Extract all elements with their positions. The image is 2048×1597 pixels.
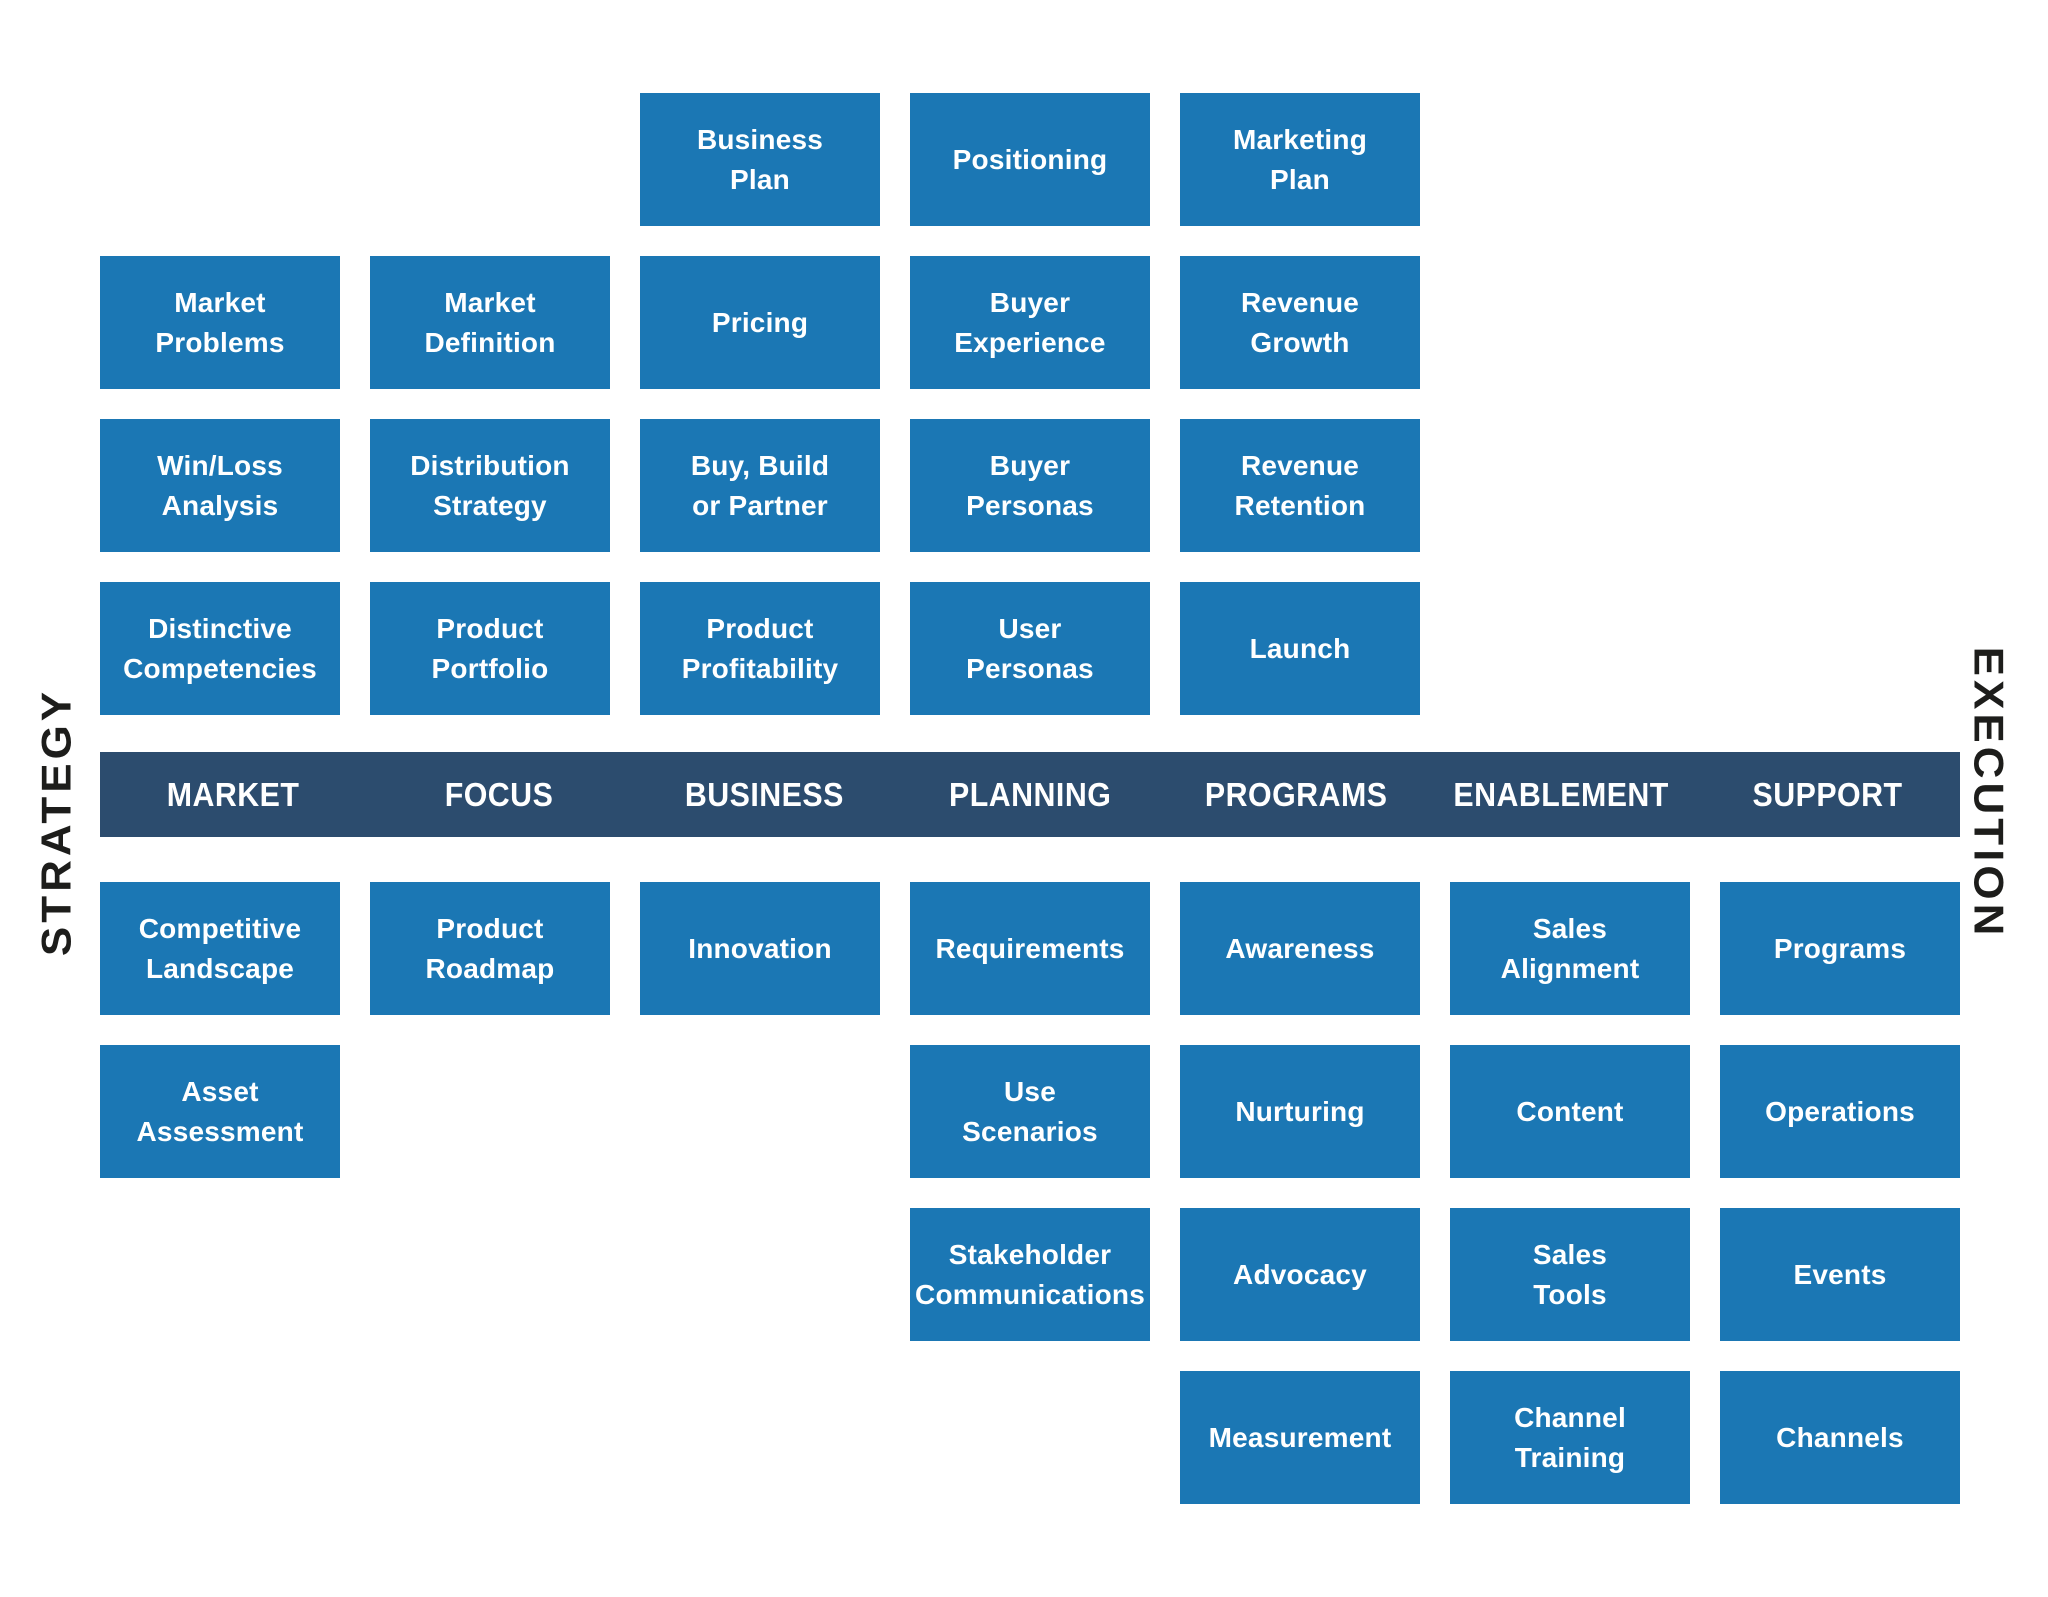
bar-segment-market: MARKET [100,752,366,837]
box-label: Win/Loss Analysis [157,449,283,521]
bar-segment-business: BUSINESS [631,752,897,837]
box-marketing-plan: Marketing Plan [1180,93,1420,226]
box-business-plan: Business Plan [640,93,880,226]
box-product-roadmap: Product Roadmap [370,882,610,1015]
bar-segment-support: SUPPORT [1694,752,1960,837]
box-advocacy: Advocacy [1180,1208,1420,1341]
box-market-problems: Market Problems [100,256,340,389]
box-channels: Channels [1720,1371,1960,1504]
box-buy-build-or-partner: Buy, Build or Partner [640,419,880,552]
box-label: Revenue Growth [1240,286,1360,358]
box-label: Positioning [952,143,1108,175]
bar-category-label: FOCUS [444,775,553,813]
box-label: Content [1516,1095,1624,1127]
box-label: Competitive Landscape [138,912,302,984]
box-product-profitability: Product Profitability [640,582,880,715]
box-content: Content [1450,1045,1690,1178]
box-label: Launch [1249,632,1351,664]
box-programs: Programs [1720,882,1960,1015]
box-revenue-retention: Revenue Retention [1180,419,1420,552]
box-positioning: Positioning [910,93,1150,226]
box-product-portfolio: Product Portfolio [370,582,610,715]
box-label: Marketing Plan [1232,123,1368,195]
box-label: User Personas [966,612,1094,684]
box-label: Advocacy [1233,1258,1367,1290]
box-label: Use Scenarios [962,1075,1098,1147]
box-operations: Operations [1720,1045,1960,1178]
box-label: Innovation [688,932,832,964]
bar-category-label: SUPPORT [1752,775,1903,813]
category-bar: MARKET FOCUS BUSINESS PLANNING PROGRAMS ENABL… [100,752,1960,837]
bar-segment-enablement: ENABLEMENT [1429,752,1695,837]
box-label: Nurturing [1235,1095,1365,1127]
box-revenue-growth: Revenue Growth [1180,256,1420,389]
bar-segment-programs: PROGRAMS [1163,752,1429,837]
execution-axis-label: EXECUTION [1965,646,2012,940]
box-measurement: Measurement [1180,1371,1420,1504]
box-innovation: Innovation [640,882,880,1015]
box-label: Market Definition [424,286,556,358]
box-label: Sales Alignment [1500,912,1640,984]
box-win-loss-analysis: Win/Loss Analysis [100,419,340,552]
box-label: Pricing [711,306,809,338]
box-buyer-personas: Buyer Personas [910,419,1150,552]
box-channel-training: Channel Training [1450,1371,1690,1504]
box-distribution-strategy: Distribution Strategy [370,419,610,552]
box-label: Programs [1773,932,1907,964]
box-label: Buyer Personas [966,449,1094,521]
box-requirements: Requirements [910,882,1150,1015]
bar-segment-focus: FOCUS [366,752,632,837]
bar-category-label: BUSINESS [684,775,844,813]
box-asset-assessment: Asset Assessment [100,1045,340,1178]
box-label: Business Plan [696,123,824,195]
box-events: Events [1720,1208,1960,1341]
box-label: Buyer Experience [954,286,1106,358]
box-label: Distinctive Competencies [123,612,317,684]
box-competitive-landscape: Competitive Landscape [100,882,340,1015]
box-launch: Launch [1180,582,1420,715]
box-use-scenarios: Use Scenarios [910,1045,1150,1178]
box-buyer-experience: Buyer Experience [910,256,1150,389]
box-label: Channel Training [1514,1401,1626,1473]
box-stakeholder-communications: Stakeholder Communications [910,1208,1150,1341]
bar-category-label: ENABLEMENT [1453,775,1670,813]
box-label: Revenue Retention [1234,449,1366,521]
box-label: Buy, Build or Partner [690,449,830,521]
box-pricing: Pricing [640,256,880,389]
bar-category-label: MARKET [166,775,300,813]
box-label: Requirements [935,932,1125,964]
bar-category-label: PROGRAMS [1204,775,1387,813]
box-label: Measurement [1208,1421,1392,1453]
box-sales-tools: Sales Tools [1450,1208,1690,1341]
box-label: Product Profitability [681,612,839,684]
box-label: Market Problems [155,286,285,358]
box-market-definition: Market Definition [370,256,610,389]
box-label: Product Portfolio [431,612,549,684]
box-distinctive-competencies: Distinctive Competencies [100,582,340,715]
bar-segment-planning: PLANNING [897,752,1163,837]
box-label: Channels [1776,1421,1904,1453]
box-label: Operations [1765,1095,1915,1127]
bar-category-label: PLANNING [948,775,1112,813]
box-label: Product Roadmap [425,912,555,984]
box-nurturing: Nurturing [1180,1045,1420,1178]
box-label: Distribution Strategy [410,449,570,521]
box-label: Stakeholder Communications [915,1238,1145,1310]
box-sales-alignment: Sales Alignment [1450,882,1690,1015]
box-label: Events [1793,1258,1887,1290]
box-label: Awareness [1225,932,1375,964]
box-user-personas: User Personas [910,582,1150,715]
box-label: Asset Assessment [136,1075,304,1147]
box-label: Sales Tools [1532,1238,1608,1310]
box-awareness: Awareness [1180,882,1420,1015]
strategy-axis-label: STRATEGY [33,687,80,957]
